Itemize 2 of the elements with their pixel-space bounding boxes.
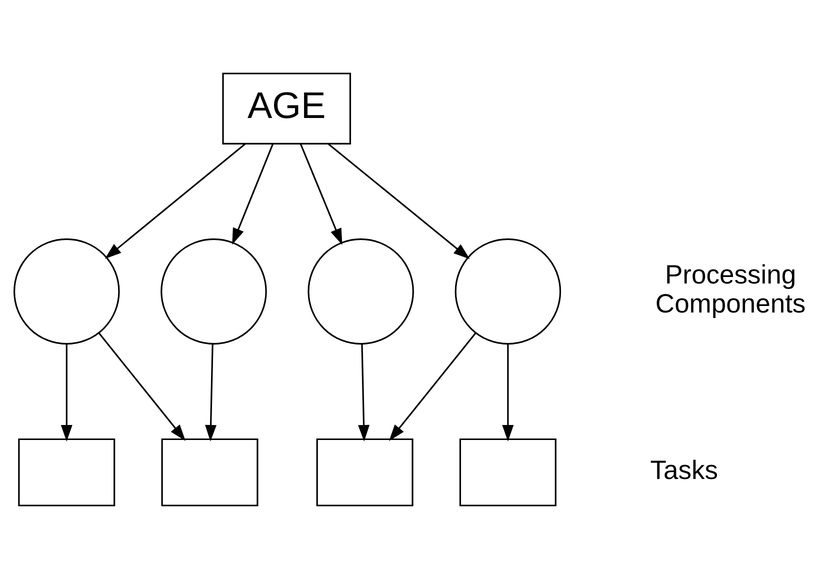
label: Processing Components [654, 260, 806, 319]
label: Tasks [650, 455, 718, 485]
